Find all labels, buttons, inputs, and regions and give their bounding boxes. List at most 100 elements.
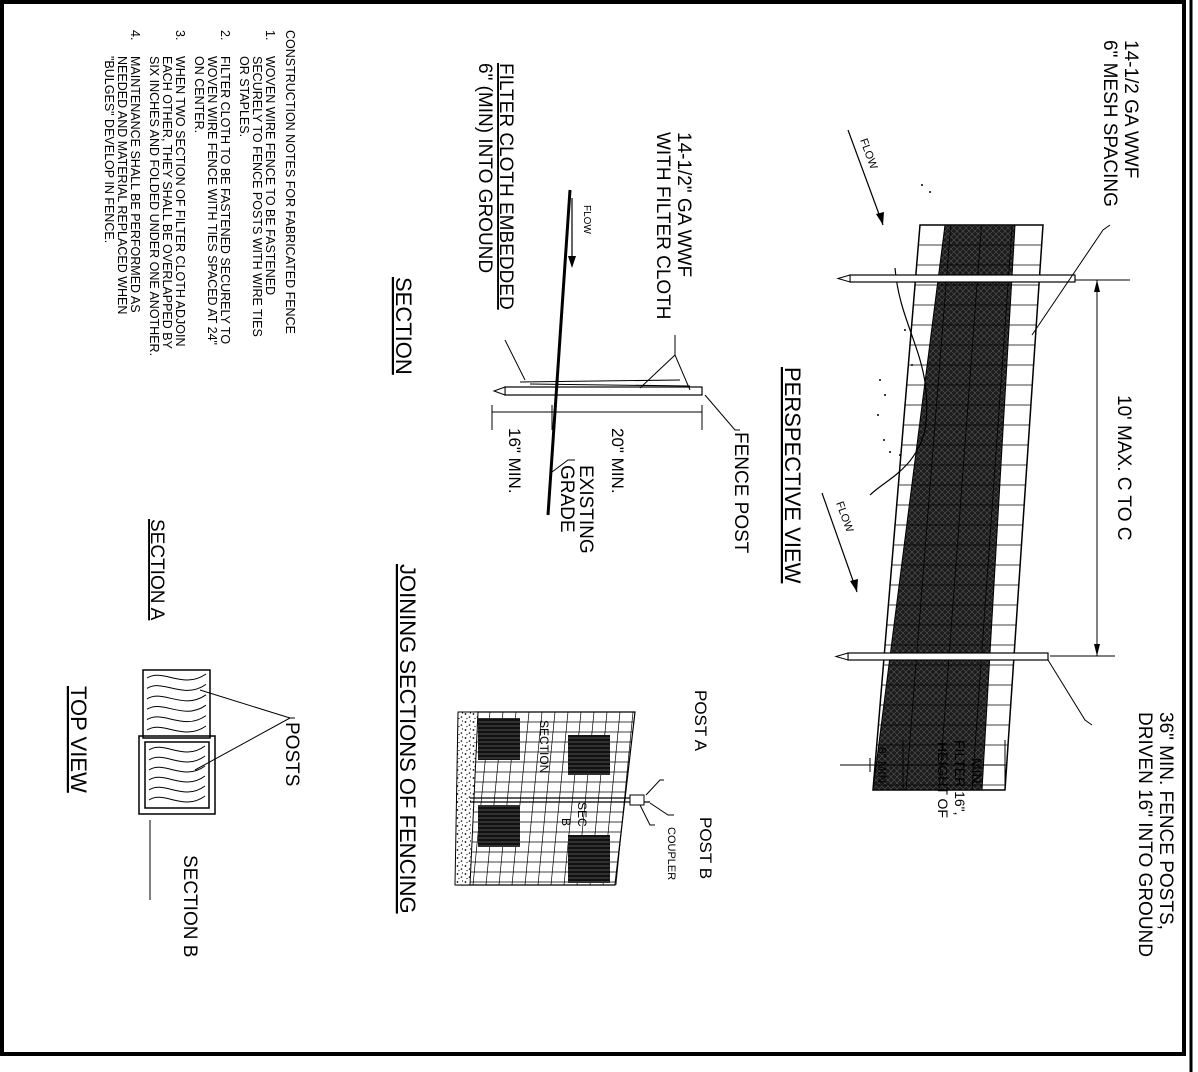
cloth-patch-4 [478, 805, 520, 847]
cloth-patch-3 [568, 835, 610, 883]
height-label-2: FILTER 16", [952, 740, 968, 816]
dim-20-label: 20" MIN. [608, 428, 627, 494]
grain-line [148, 765, 206, 773]
svg-text:ON CENTER.: ON CENTER. [192, 56, 206, 133]
svg-text:OR STAPLES.: OR STAPLES. [237, 56, 251, 137]
grain-line [146, 694, 207, 702]
grade-label-2: GRADE [556, 465, 577, 533]
section-wwf-label-2: WITH FILTER CLOTH [652, 132, 673, 320]
post-label-2: DRIVEN 16" INTO GROUND [1134, 712, 1155, 957]
svg-text:WOVEN WIRE FENCE WITH TIES SPA: WOVEN WIRE FENCE WITH TIES SPACED AT 24" [205, 56, 219, 345]
svg-text:3.: 3. [173, 30, 187, 40]
cloth-patch-1 [568, 735, 610, 775]
stipple-ground [454, 711, 479, 886]
svg-text:NEEDED AND MATERIAL REPLACED W: NEEDED AND MATERIAL REPLACED WHEN [115, 56, 129, 314]
grain-line [146, 673, 207, 681]
wwf-leader [1031, 224, 1111, 336]
svg-text:4.: 4. [128, 30, 142, 40]
existing-grade [546, 189, 572, 516]
grain-line [148, 755, 206, 763]
flow-label-2: FLOW [833, 500, 855, 535]
grain-line [146, 683, 207, 691]
top-view-title: TOP VIEW [66, 686, 91, 793]
note-4: 4. MAINTENANCE SHALL BE PERFORMED AS NEE… [102, 30, 142, 314]
section-wwf-label-1: 14-1/2" GA WWF [673, 132, 694, 277]
mesh-wire [938, 224, 982, 791]
wwf-label-2: 6" MESH SPACING [1099, 40, 1120, 207]
grain-line [148, 745, 206, 753]
post-b-leader [649, 802, 674, 816]
joining-section-b-1: SEC [575, 802, 589, 827]
mesh-wire [905, 224, 952, 791]
post-section-a [142, 669, 211, 739]
joining-view: POST A POST B COUPLER SECTION SEC B JOIN… [395, 564, 715, 914]
post-a-label: POST A [691, 690, 710, 752]
spacing-label: 10' MAX. C TO C [1113, 395, 1134, 540]
cloth-line [519, 379, 681, 383]
section-fence-post [504, 386, 703, 396]
note-3: 3. WHEN TWO SECTION OF FILTER CLOTH ADJO… [147, 30, 187, 356]
fence-post-label: FENCE POST [730, 432, 751, 554]
grain-line [148, 785, 206, 793]
posts-label: POSTS [281, 722, 302, 786]
posts-leader-1 [199, 689, 295, 719]
coupler [629, 794, 645, 806]
section-a-label: SECTION A [146, 519, 167, 621]
coupler-label: COUPLER [665, 827, 677, 880]
arrow-head [568, 256, 576, 268]
cloth-line [529, 383, 691, 387]
grade-label-1: EXISTING [575, 465, 596, 554]
arrow-head [1094, 280, 1100, 292]
svg-text:WOVEN WIRE FENCE TO BE FASTENE: WOVEN WIRE FENCE TO BE FASTENED [263, 56, 277, 295]
grain-line [146, 704, 207, 712]
cloth-label-1: FILTER CLOTH EMBEDDED [495, 63, 516, 310]
section-b-label: SECTION B [179, 855, 200, 957]
ground-curve [869, 267, 928, 496]
height-label-1: HEIGHT OF [935, 742, 951, 818]
cloth-patch-2 [478, 718, 520, 760]
flow-arrow-1 [847, 129, 884, 226]
top-view: POSTS SECTION A SECTION B TOP VIEW [66, 519, 302, 957]
svg-text:SECURELY TO FENCE POSTS WITH W: SECURELY TO FENCE POSTS WITH WIRE TIES [250, 56, 264, 337]
svg-text:"BULGES" DEVELOP IN FENCE.: "BULGES" DEVELOP IN FENCE. [102, 56, 116, 243]
sediment-dots [877, 184, 931, 456]
post-a-leader [645, 779, 664, 796]
construction-notes: CONSTRUCTION NOTES FOR FABRICATED FENCE … [102, 30, 297, 356]
cloth-leader [504, 339, 526, 381]
grain-line [148, 775, 206, 783]
posts-leader-2 [194, 717, 291, 771]
arrow-head [850, 579, 858, 592]
arrow-head [876, 212, 884, 225]
mesh-grid [873, 224, 1042, 791]
fence-post-top [836, 274, 1076, 283]
post-section-b-outer [138, 735, 216, 815]
cloth-label-2: 6" (MIN) INTO GROUND [474, 63, 495, 273]
svg-text:1.: 1. [263, 30, 277, 40]
arrow-head [1094, 644, 1100, 656]
wood-grain [146, 673, 207, 803]
grain-line [148, 795, 206, 803]
fence-post-bottom [834, 652, 1049, 661]
svg-text:SIX INCHES AND FOLDED UNDER ON: SIX INCHES AND FOLDED UNDER ONE ANOTHER. [147, 56, 161, 356]
svg-text:2.: 2. [218, 30, 232, 40]
svg-text:FILTER CLOTH TO BE FASTENED SE: FILTER CLOTH TO BE FASTENED SECURELY TO [218, 56, 232, 344]
filter-cloth-band [872, 224, 1016, 791]
fence-post-leader [704, 394, 740, 431]
joining-section-a: SECTION [537, 720, 551, 773]
dim-16-label: 16" MIN. [505, 428, 524, 494]
sheet-border [0, 0, 1186, 1056]
perspective-view: 14-1/2 GA WWF 6" MESH SPACING 36" MIN. F… [780, 40, 1176, 957]
min-label: 8" MIN [875, 747, 889, 783]
coupler-leader [639, 804, 655, 826]
svg-text:EACH OTHER, THEY SHALL BE OVER: EACH OTHER, THEY SHALL BE OVERLAPPED BY [160, 56, 174, 350]
note-1: 1. WOVEN WIRE FENCE TO BE FASTENED SECUR… [237, 30, 277, 337]
mesh-wire [971, 224, 1013, 791]
grain-line [146, 725, 207, 733]
wwf-label-1: 14-1/2 GA WWF [1120, 40, 1141, 178]
flow-label-1: FLOW [857, 137, 879, 172]
flow-arrow-2 [821, 492, 858, 593]
svg-text:MAINTENANCE SHALL BE PERFORMED: MAINTENANCE SHALL BE PERFORMED AS [128, 56, 142, 313]
grain-line [146, 715, 207, 723]
post-label-1: 36" MIN. FENCE POSTS, [1155, 712, 1176, 930]
